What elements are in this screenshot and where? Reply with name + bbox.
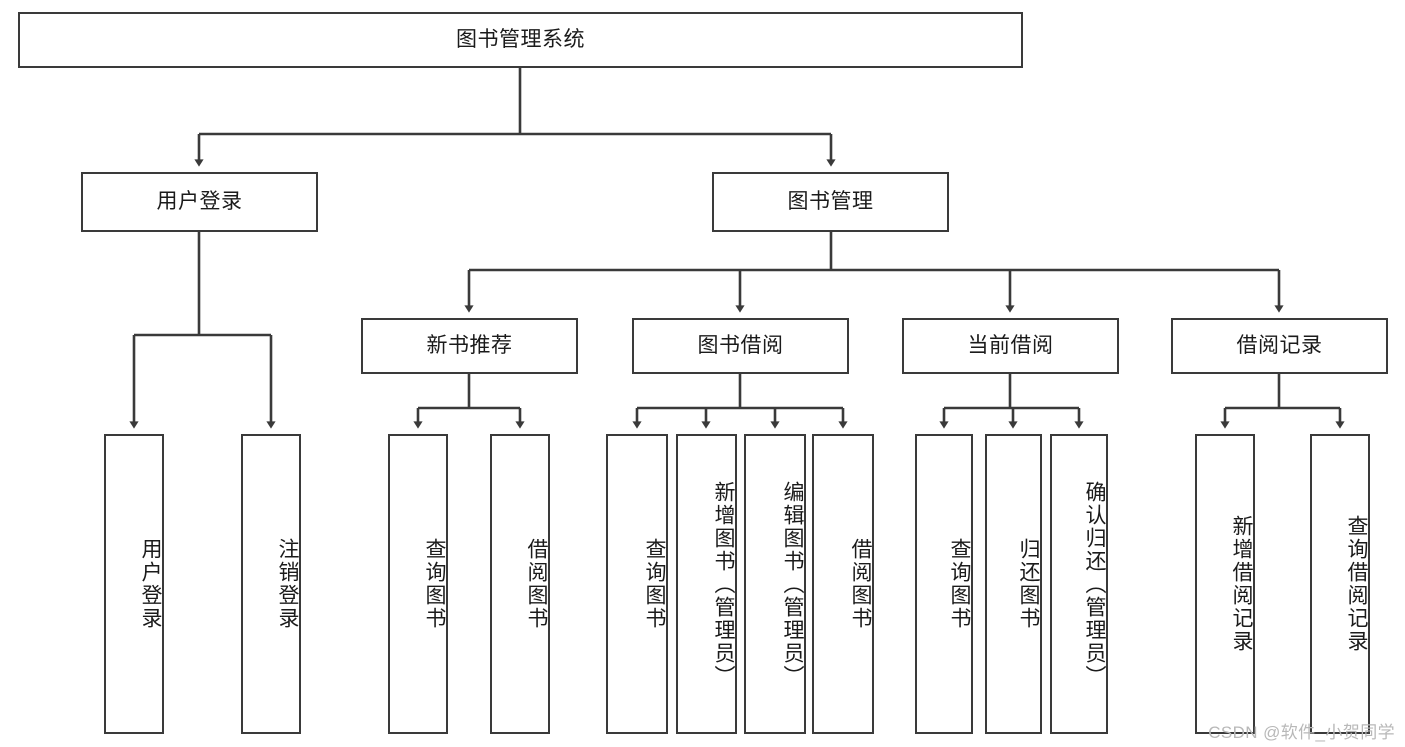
leaf-return-books-label: 归还图书: [1017, 538, 1040, 630]
leaf-user-login-label: 用户登录: [139, 538, 162, 630]
leaf-logout[interactable]: 注销登录: [241, 434, 301, 734]
leaf-confirm-return-admin[interactable]: 确认归还（管理员）: [1050, 434, 1108, 734]
leaf-borrow-books[interactable]: 借阅图书: [812, 434, 874, 734]
leaf-edit-book-admin-label: 编辑图书（管理员）: [781, 480, 804, 688]
watermark: CSDN @软件_小贺同学: [1208, 723, 1395, 742]
leaf-borrow-books-label: 借阅图书: [849, 538, 872, 630]
leaf-borrow-books-recommend-label: 借阅图书: [525, 538, 548, 630]
node-current-borrow[interactable]: 当前借阅: [902, 318, 1119, 374]
leaf-borrow-books-recommend[interactable]: 借阅图书: [490, 434, 550, 734]
node-book-borrow[interactable]: 图书借阅: [632, 318, 849, 374]
leaf-user-login[interactable]: 用户登录: [104, 434, 164, 734]
leaf-logout-label: 注销登录: [276, 538, 299, 630]
leaf-query-books-borrow[interactable]: 查询图书: [606, 434, 668, 734]
leaf-query-borrow-record-label: 查询借阅记录: [1345, 515, 1368, 653]
leaf-query-books-recommend-label: 查询图书: [423, 538, 446, 630]
node-user-login-label: 用户登录: [156, 190, 243, 214]
node-borrow-records-label: 借阅记录: [1236, 334, 1323, 358]
leaf-confirm-return-admin-label: 确认归还（管理员）: [1083, 480, 1106, 688]
leaf-add-borrow-record-label: 新增借阅记录: [1230, 515, 1253, 653]
node-new-book-recommend-label: 新书推荐: [426, 334, 513, 358]
leaf-edit-book-admin[interactable]: 编辑图书（管理员）: [744, 434, 806, 734]
leaf-query-books-borrow-label: 查询图书: [643, 538, 666, 630]
leaf-query-borrow-record[interactable]: 查询借阅记录: [1310, 434, 1370, 734]
leaf-query-books-recommend[interactable]: 查询图书: [388, 434, 448, 734]
node-user-login[interactable]: 用户登录: [81, 172, 318, 232]
node-book-management[interactable]: 图书管理: [712, 172, 949, 232]
node-book-management-label: 图书管理: [787, 190, 874, 214]
node-root[interactable]: 图书管理系统: [18, 12, 1023, 68]
leaf-query-books-current-label: 查询图书: [948, 538, 971, 630]
node-root-label: 图书管理系统: [456, 28, 585, 52]
node-current-borrow-label: 当前借阅: [967, 334, 1054, 358]
leaf-add-book-admin-label: 新增图书（管理员）: [712, 480, 735, 688]
leaf-query-books-current[interactable]: 查询图书: [915, 434, 973, 734]
node-borrow-records[interactable]: 借阅记录: [1171, 318, 1388, 374]
node-book-borrow-label: 图书借阅: [697, 334, 784, 358]
node-new-book-recommend[interactable]: 新书推荐: [361, 318, 578, 374]
leaf-return-books[interactable]: 归还图书: [985, 434, 1042, 734]
leaf-add-book-admin[interactable]: 新增图书（管理员）: [676, 434, 737, 734]
leaf-add-borrow-record[interactable]: 新增借阅记录: [1195, 434, 1255, 734]
